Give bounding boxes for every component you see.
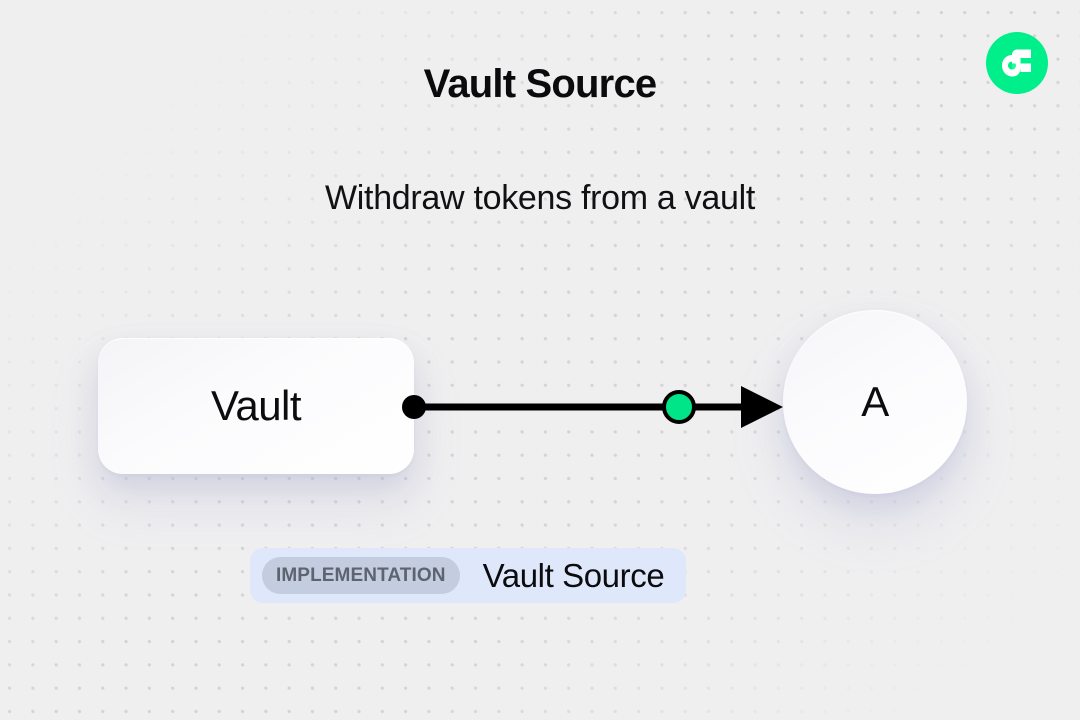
- flow-logo-icon: [986, 32, 1048, 94]
- implementation-badge[interactable]: IMPLEMENTATION Vault Source: [250, 548, 687, 603]
- arrow-head-icon: [741, 386, 783, 428]
- account-node-label: A: [861, 378, 889, 425]
- implementation-kind-chip: IMPLEMENTATION: [262, 557, 460, 594]
- page-subtitle: Withdraw tokens from a vault: [325, 179, 755, 217]
- page-title: Vault Source: [423, 62, 658, 106]
- account-node[interactable]: A: [783, 310, 967, 494]
- vault-node-label: Vault: [210, 382, 302, 429]
- green-connector-dot[interactable]: [662, 390, 696, 424]
- vault-node[interactable]: Vault: [98, 338, 414, 474]
- implementation-name: Vault Source: [482, 556, 665, 594]
